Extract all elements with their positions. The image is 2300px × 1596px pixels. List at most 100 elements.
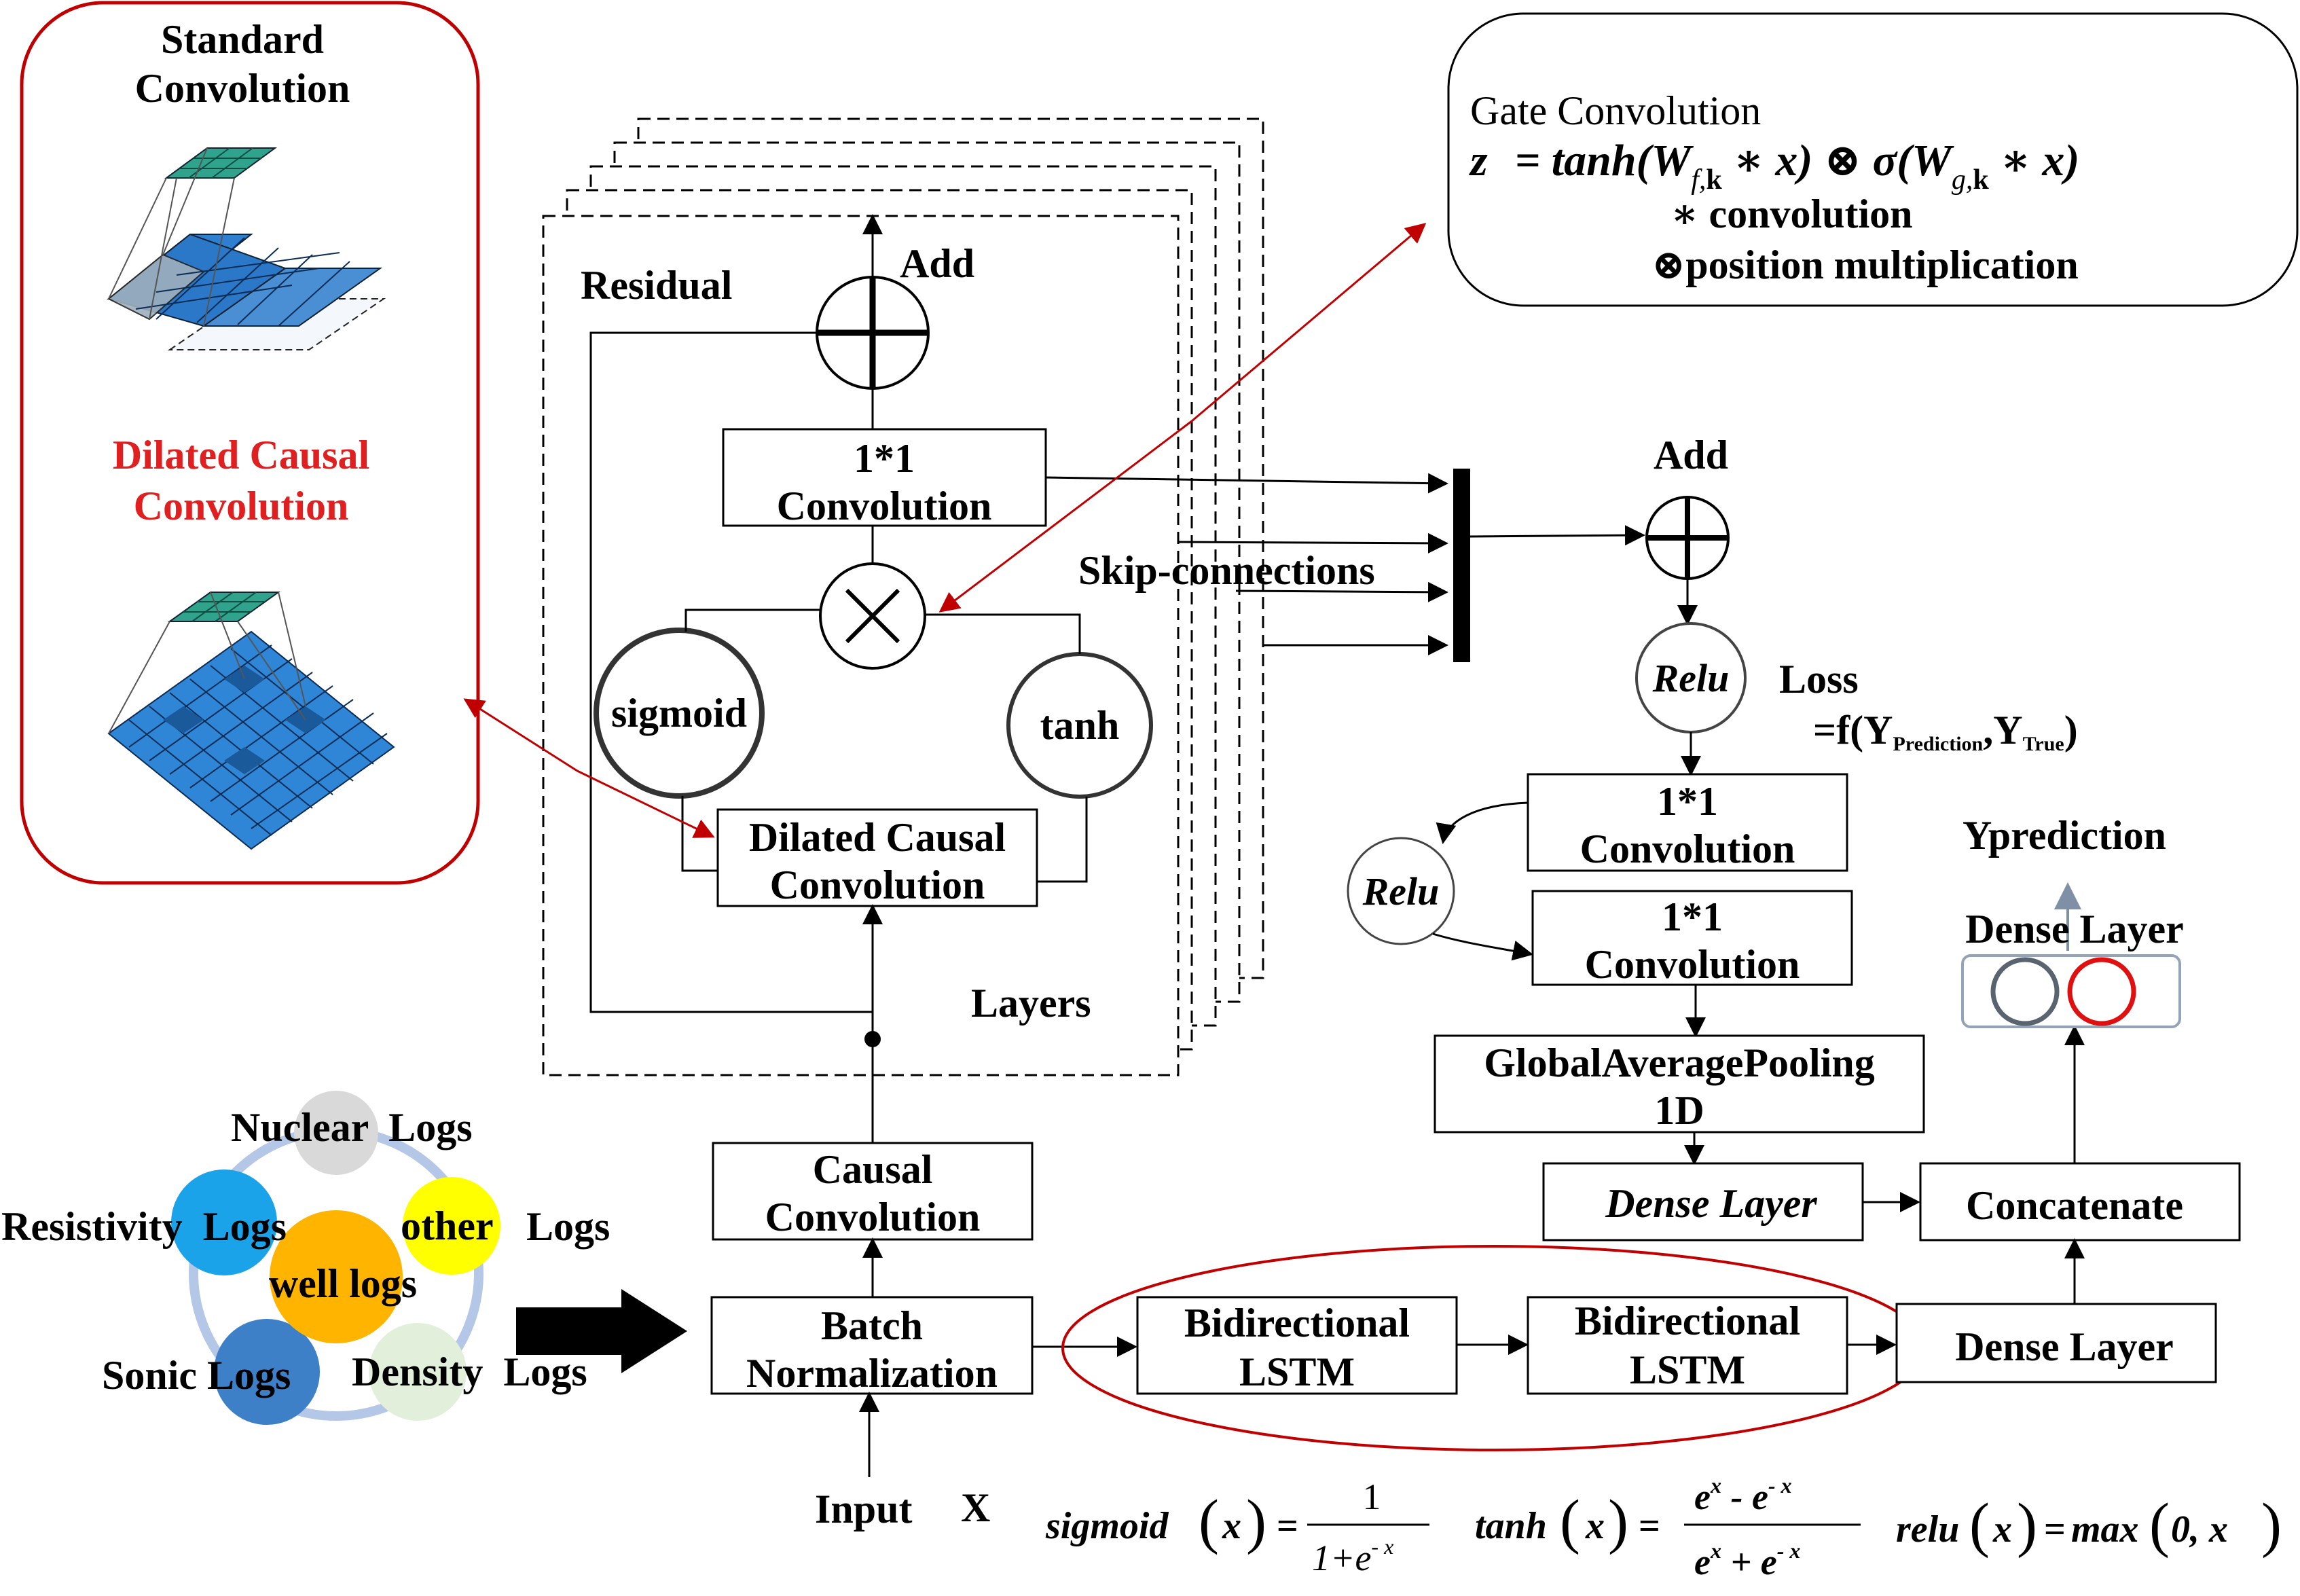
tanh-name: tanh	[1475, 1505, 1547, 1547]
conv-types-panel	[20, 1, 480, 885]
sonic-node	[214, 1319, 320, 1425]
conv11-a-l2: Convolution	[1580, 827, 1795, 871]
causal-l1: Causal	[813, 1147, 933, 1192]
bilstm1-l1: Bidirectional	[1184, 1301, 1410, 1345]
gap-box	[1434, 1034, 1925, 1133]
layers-label: Layers	[971, 981, 1091, 1026]
gate-legend-mult: ⊗position multiplication	[1651, 242, 2079, 287]
sigmoid-label: sigmoid	[611, 691, 747, 736]
dense-bottom-label: Dense Layer	[1955, 1324, 2174, 1369]
gap-l2: 1D	[1654, 1088, 1704, 1133]
causal-l2: Convolution	[765, 1195, 981, 1239]
other-logs-label: Logs	[526, 1204, 610, 1249]
well-logs-cluster	[171, 1091, 500, 1425]
resistivity-label: Resistivity Logs	[1, 1204, 287, 1249]
add-label-block: Add	[900, 241, 974, 286]
output-node-gray	[1990, 957, 2060, 1026]
skip-connections-label: Skip-connections	[1078, 548, 1375, 593]
conv11-block-l2: Convolution	[777, 484, 992, 528]
svg-text:(: (	[1560, 1488, 1580, 1555]
conv11-block-l1: 1*1	[854, 436, 915, 481]
relu-circle-2	[1347, 837, 1455, 945]
relu-max: max	[2071, 1508, 2139, 1550]
sigmoid-num: 1	[1363, 1476, 1381, 1517]
tanh-den: ex + e- x	[1694, 1538, 1800, 1582]
conv11-a-box	[1527, 773, 1848, 872]
svg-text:(: (	[1969, 1491, 1990, 1559]
tanh-eq: =	[1639, 1505, 1660, 1547]
bilstm-1-box	[1136, 1296, 1458, 1395]
big-input-arrow	[516, 1289, 687, 1373]
loss-formula: =f(YPrediction,YTrue)	[1813, 708, 2078, 755]
sigmoid-var: x	[1222, 1505, 1241, 1547]
dilated-box-l2: Convolution	[770, 863, 985, 907]
dilated-box-l1: Dilated Causal	[749, 815, 1006, 860]
add-label-right: Add	[1654, 433, 1728, 477]
concatenate-label: Concatenate	[1966, 1183, 2183, 1228]
nuclear-node	[294, 1091, 378, 1175]
relu-var: x	[1992, 1508, 2012, 1550]
tanh-num: ex - e- x	[1694, 1473, 1792, 1517]
other-node	[403, 1177, 500, 1275]
loss-label: Loss	[1779, 657, 1859, 702]
nuclear-label: Nuclear Logs	[231, 1105, 473, 1150]
dense-bottom-box	[1895, 1303, 2217, 1383]
bilstm2-l2: LSTM	[1630, 1347, 1745, 1392]
dilated-pointer	[463, 698, 578, 772]
standard-conv-title-1: Standard	[161, 17, 324, 62]
standard-conv-title-2: Convolution	[135, 66, 350, 111]
relu-label-1: Relu	[1652, 656, 1730, 700]
gap-l1: GlobalAveragePooling	[1484, 1040, 1875, 1085]
gate-title: Gate Convolution	[1470, 88, 1761, 133]
conv11-a-l1: 1*1	[1657, 779, 1718, 824]
gate-pointer	[1191, 223, 1427, 422]
conv11-b-l1: 1*1	[1662, 894, 1723, 939]
sigmoid-circle	[594, 628, 765, 799]
output-node-red	[2067, 957, 2136, 1026]
skip-bar	[1453, 469, 1470, 662]
sigmoid-eq: =	[1277, 1505, 1298, 1547]
svg-text:): )	[2017, 1491, 2037, 1559]
concatenate-box	[1919, 1162, 2241, 1241]
conv11-b-box	[1531, 890, 1853, 986]
svg-text:(: (	[2149, 1491, 2170, 1559]
resistivity-node	[171, 1169, 277, 1275]
conv11-b-l2: Convolution	[1585, 942, 1800, 987]
sonic-label: Sonic Logs	[102, 1353, 291, 1398]
bn-l1: Batch	[821, 1303, 923, 1348]
sigmoid-name: sigmoid	[1045, 1505, 1169, 1547]
bilstm1-l2: LSTM	[1239, 1349, 1355, 1394]
svg-text:): )	[1246, 1488, 1266, 1555]
dilated-conv-illustration	[107, 592, 395, 850]
svg-text:): )	[2261, 1491, 2282, 1559]
gate-legend-conv: ∗ convolution	[1671, 192, 1913, 236]
dense-italic-label: Dense Layer	[1605, 1181, 1817, 1226]
yprediction-label: Yprediction	[1963, 813, 2166, 858]
dilated-conv-title-1: Dilated Causal	[113, 433, 369, 477]
svg-text:(: (	[1199, 1488, 1219, 1555]
dilated-conv-title-2: Convolution	[134, 484, 349, 528]
svg-text:): )	[1608, 1488, 1628, 1555]
standard-conv-illustration	[107, 147, 386, 350]
gate-conv-box	[1447, 12, 2299, 307]
tanh-label: tanh	[1040, 703, 1120, 748]
activation-formulas: sigmoid ( x ) = 1 1+e- x tanh ( x ) = ex…	[1045, 1473, 2282, 1582]
density-label: Density Logs	[352, 1349, 587, 1394]
input-x: X	[961, 1485, 990, 1530]
relu-args: 0, x	[2171, 1508, 2228, 1550]
bilstm-2-box	[1527, 1296, 1848, 1395]
input-label: Input	[815, 1487, 912, 1531]
bn-l2: Normalization	[746, 1351, 998, 1396]
conv11-block	[722, 428, 1047, 527]
sigmoid-den: 1+e- x	[1312, 1534, 1393, 1578]
dense-top-label: Dense Layer	[1965, 907, 2184, 951]
relu-name: relu	[1896, 1508, 1959, 1550]
dilated-conv-box	[716, 808, 1038, 907]
relu-label-2: Relu	[1362, 869, 1440, 913]
gate-formula: z= tanh(Wf,k ∗ x) ⊗ σ(Wg,k ∗ x)	[1469, 136, 2079, 196]
center-label: well logs	[269, 1261, 417, 1306]
batch-norm-box	[710, 1296, 1034, 1395]
residual-label: Residual	[581, 263, 732, 308]
relu-eq: =	[2044, 1508, 2066, 1550]
